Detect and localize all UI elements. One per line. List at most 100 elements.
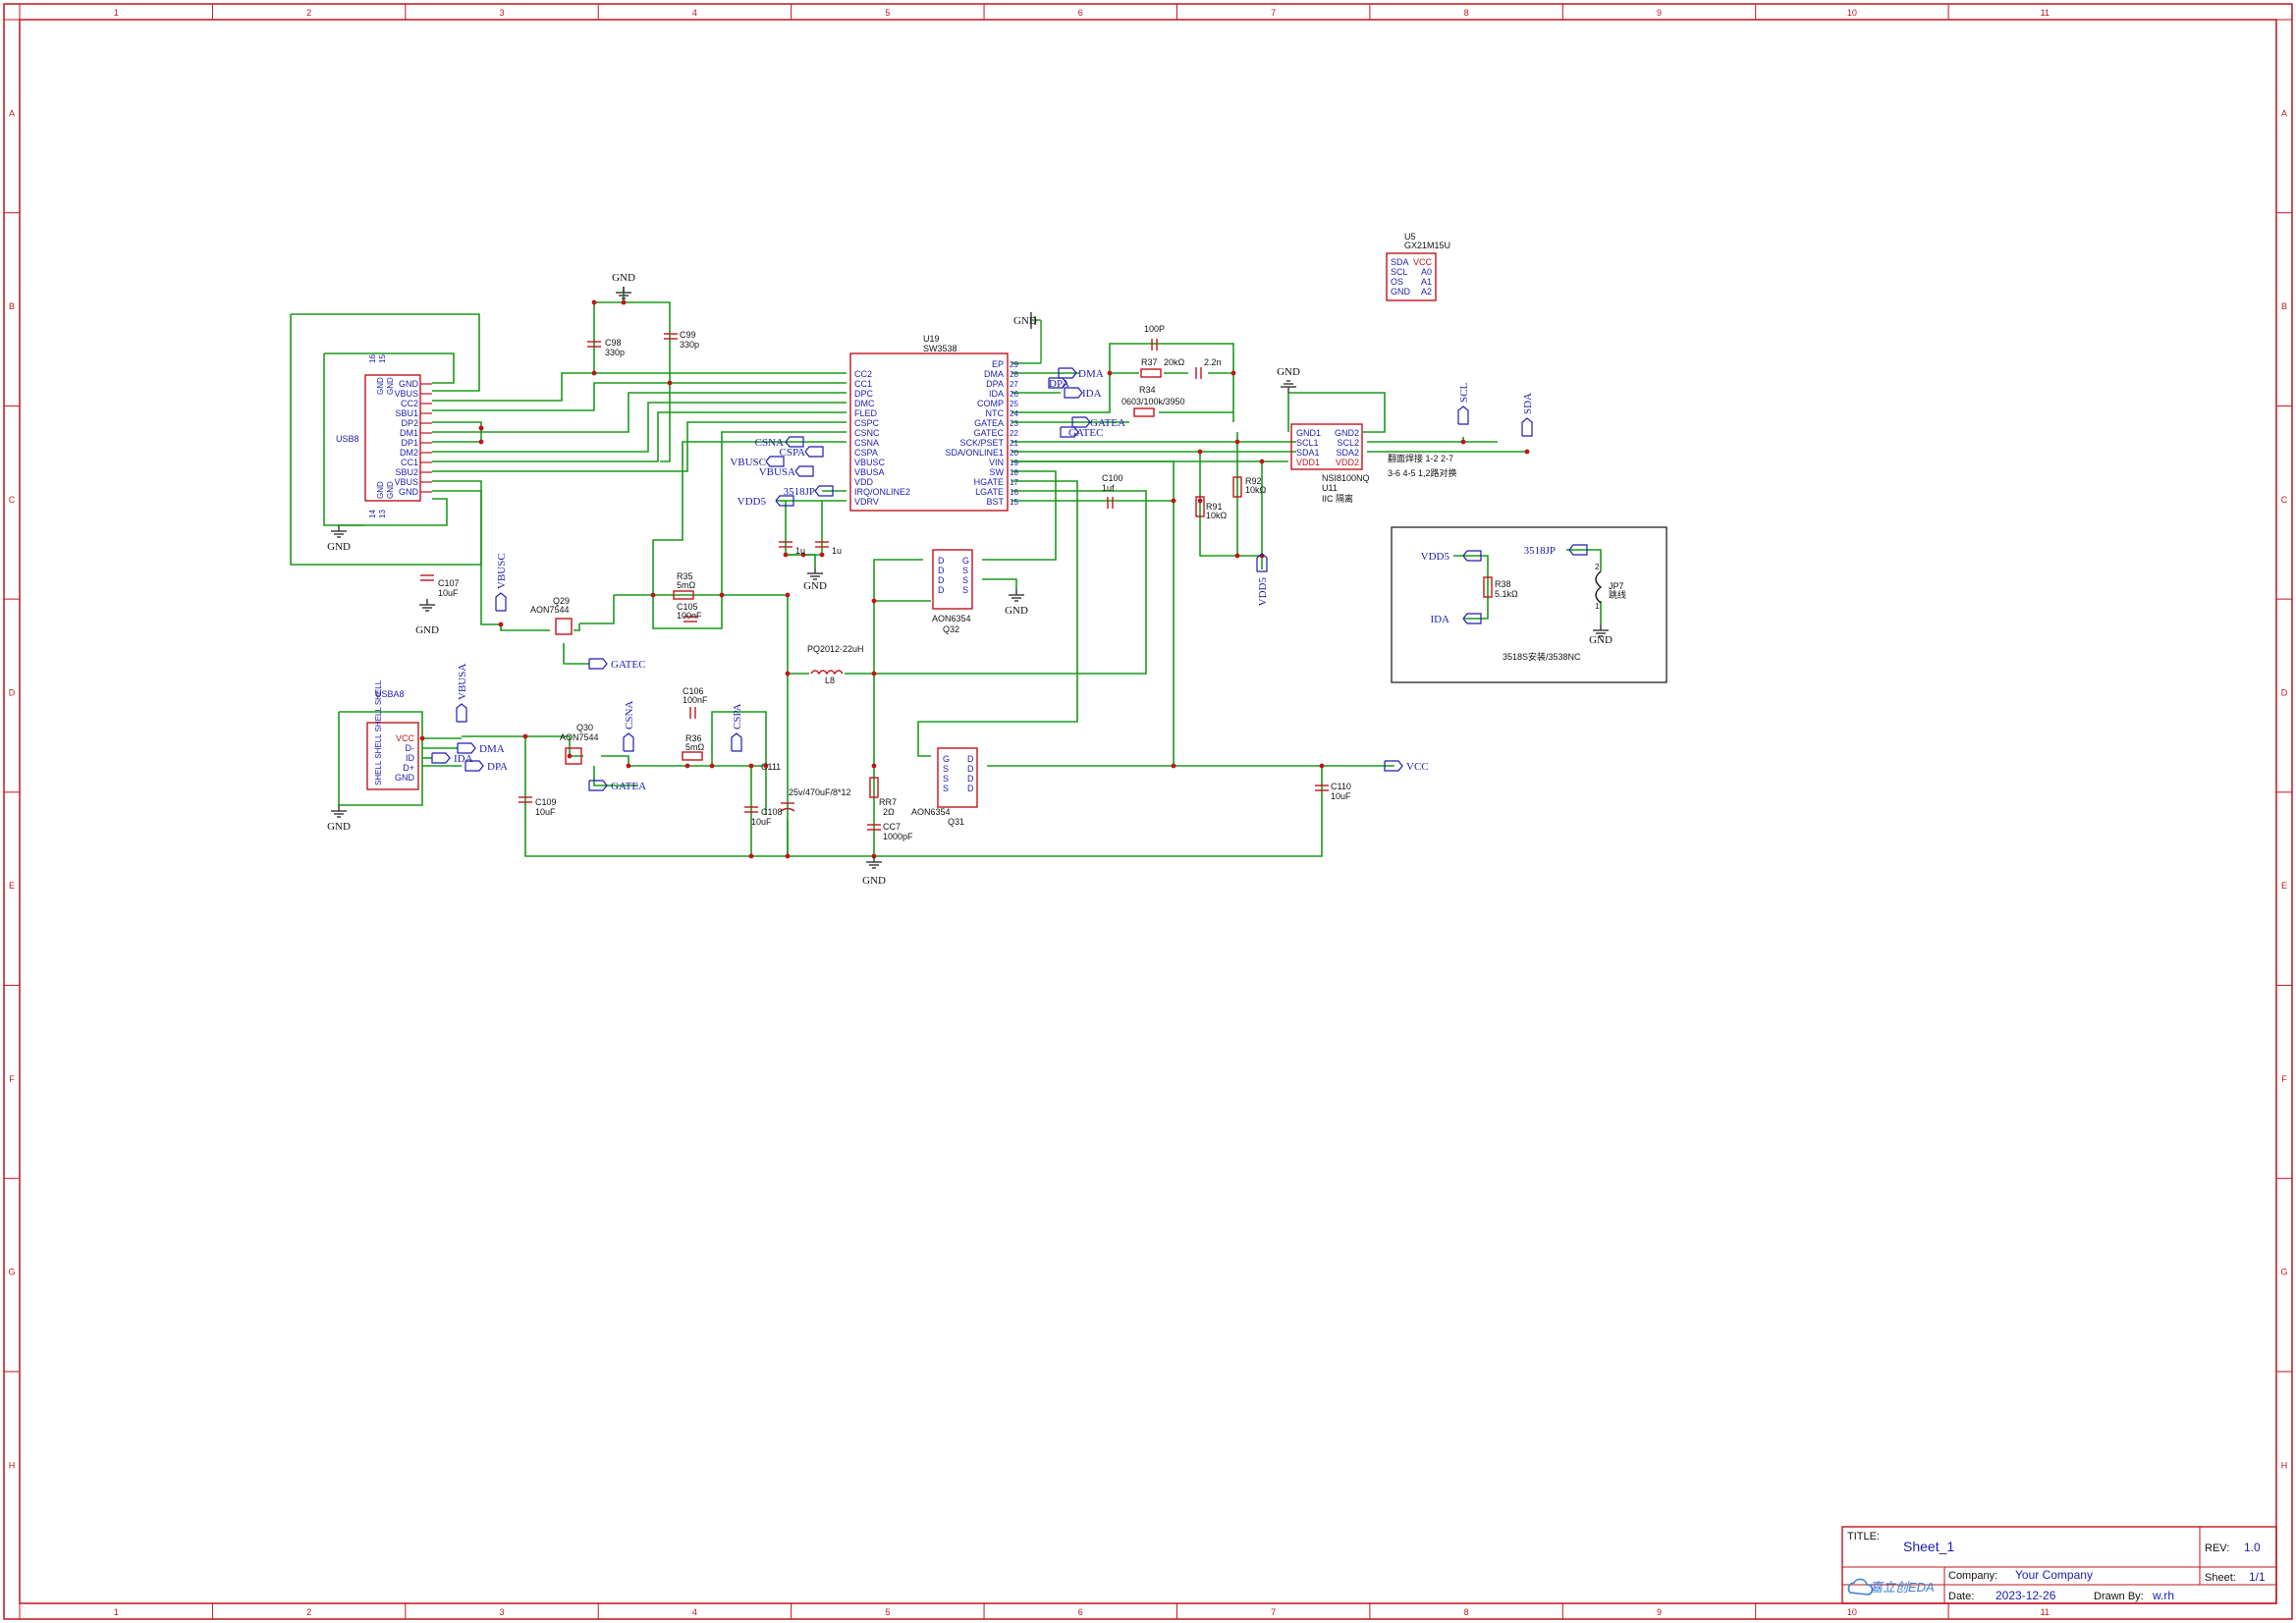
junction-dot — [591, 370, 597, 376]
row-label-left: A — [9, 108, 15, 118]
net-label-j3518: 3518JP — [784, 486, 815, 498]
column-label-bottom: 5 — [885, 1607, 890, 1617]
jp7-pin-1: 1 — [1595, 602, 1600, 611]
usb8-pin-name: DP1 — [401, 438, 418, 448]
u11-left-pin: VDD1 — [1296, 458, 1320, 467]
u19-left-pin: CC2 — [854, 369, 872, 379]
l8-value: PQ2012-22uH — [807, 644, 864, 654]
column-label-top: 11 — [2041, 8, 2050, 18]
net-label-vdd5: VDD5 — [1257, 577, 1269, 607]
column-label-top: 7 — [1271, 8, 1276, 18]
net-label-vbusc: VBUSC — [730, 457, 766, 468]
column-label-top: 2 — [306, 8, 311, 18]
usba8-body — [366, 722, 419, 790]
date-label: Date: — [1948, 1591, 1974, 1602]
rev-label: REV: — [2205, 1542, 2229, 1554]
u11-ref: U11 — [1322, 483, 1338, 493]
u19-right-pin: NTC — [986, 408, 1005, 418]
column-label-top: 4 — [692, 8, 697, 18]
net-label-vcc: VCC — [1406, 761, 1429, 773]
c99-value: 330p — [680, 340, 699, 350]
u19-right-pin-num: 28 — [1010, 370, 1018, 379]
u5-right-pin: VCC — [1413, 257, 1433, 267]
row-label-right: G — [2280, 1268, 2287, 1277]
net-label-cspa: CSPA — [779, 447, 805, 459]
title-label: TITLE: — [1847, 1531, 1880, 1542]
u19-left-pin: CC1 — [854, 379, 872, 389]
row-label-left: B — [9, 301, 15, 311]
u11-right-pin: GND2 — [1335, 428, 1359, 438]
q31-pin: S — [943, 784, 949, 793]
column-label-top: 5 — [885, 8, 890, 18]
q32-pin: D — [938, 575, 945, 585]
net-flag-cspa — [731, 732, 742, 752]
u19-right-pin-num: 25 — [1010, 400, 1018, 408]
u19-right-pin: IDA — [989, 389, 1004, 399]
usb8-pin-name: VBUS — [394, 477, 418, 487]
junction-dot — [591, 299, 597, 305]
r91-body — [1195, 496, 1205, 517]
column-label-top: 10 — [1847, 8, 1857, 18]
junction-dot — [650, 592, 656, 598]
u19-right-pin: SW — [990, 467, 1005, 477]
junction-dot — [1230, 370, 1236, 376]
q32-pin: S — [962, 566, 968, 575]
q32-pin: D — [938, 566, 945, 575]
junction-dot — [1171, 498, 1176, 504]
usb8-bottom-pin-name: GND — [376, 481, 385, 499]
net-flag-vdd5 — [775, 495, 794, 507]
c100-value: 1uf — [1102, 483, 1115, 493]
q32-ref: Q32 — [943, 624, 959, 634]
cloud-logo-icon — [1847, 1578, 1874, 1596]
column-label-bottom: 6 — [1078, 1607, 1083, 1617]
row-label-left: G — [8, 1268, 15, 1277]
net-label-vbusa: VBUSA — [759, 466, 795, 478]
junction-dot — [1319, 763, 1325, 769]
q32-part: AON6354 — [932, 614, 971, 623]
r37-ref: R37 — [1141, 357, 1158, 367]
u11-right-pin: SDA2 — [1336, 448, 1359, 458]
u19-right-pin-num: 20 — [1010, 449, 1018, 458]
u19-right-pin-num: 18 — [1010, 468, 1018, 477]
junction-dot — [819, 552, 825, 558]
row-label-right: E — [2281, 881, 2287, 891]
c98-value: 330p — [605, 348, 625, 357]
junction-dot — [1197, 498, 1203, 504]
q29-part: AON7544 — [530, 605, 570, 615]
c105-value: 100nF — [677, 611, 702, 621]
net-flag-ida — [1064, 387, 1083, 399]
net-flag-cspa — [804, 446, 824, 458]
junction-dot — [684, 763, 690, 769]
usba8-pin: D+ — [403, 763, 414, 773]
u19-left-pin: CSNC — [854, 428, 880, 438]
net-label-vbusc: VBUSC — [496, 553, 508, 589]
net-label-ida: IDA — [454, 753, 473, 765]
title-value: Sheet_1 — [1903, 1539, 1954, 1554]
u19-right-pin: DPA — [986, 379, 1004, 389]
q32-pin: S — [962, 575, 968, 585]
usb8-bottom-pin: 13 — [378, 510, 387, 518]
column-label-top: 3 — [500, 8, 505, 18]
u5-left-pin: GND — [1391, 287, 1411, 297]
u19-body — [849, 352, 1009, 512]
r34-ref: R34 — [1139, 385, 1156, 395]
u5-left-pin: SDA — [1391, 257, 1409, 267]
junction-dot — [567, 753, 573, 759]
u19-right-pin-num: 24 — [1010, 409, 1018, 418]
u5-left-pin: OS — [1391, 277, 1403, 287]
u19-right-pin-num: 22 — [1010, 429, 1018, 438]
row-label-left: E — [9, 881, 15, 891]
r37-value: 20kΩ — [1164, 357, 1185, 367]
r38-ref: R38 — [1495, 579, 1511, 589]
junction-dot — [1234, 439, 1240, 445]
usb8-pin-name: DP2 — [401, 418, 418, 428]
q31-pin: D — [967, 764, 974, 774]
junction-dot — [785, 853, 791, 859]
u19-right-pin: GATEA — [974, 418, 1004, 428]
r35-body — [673, 590, 694, 600]
c98-ref: C98 — [605, 338, 622, 348]
net-label-ida: IDA — [1430, 614, 1449, 625]
column-label-top: 8 — [1464, 8, 1469, 18]
u11-swap-note: 3-6 4-5 1,2路对换 — [1388, 467, 1457, 478]
ground-label: GND — [327, 821, 351, 833]
